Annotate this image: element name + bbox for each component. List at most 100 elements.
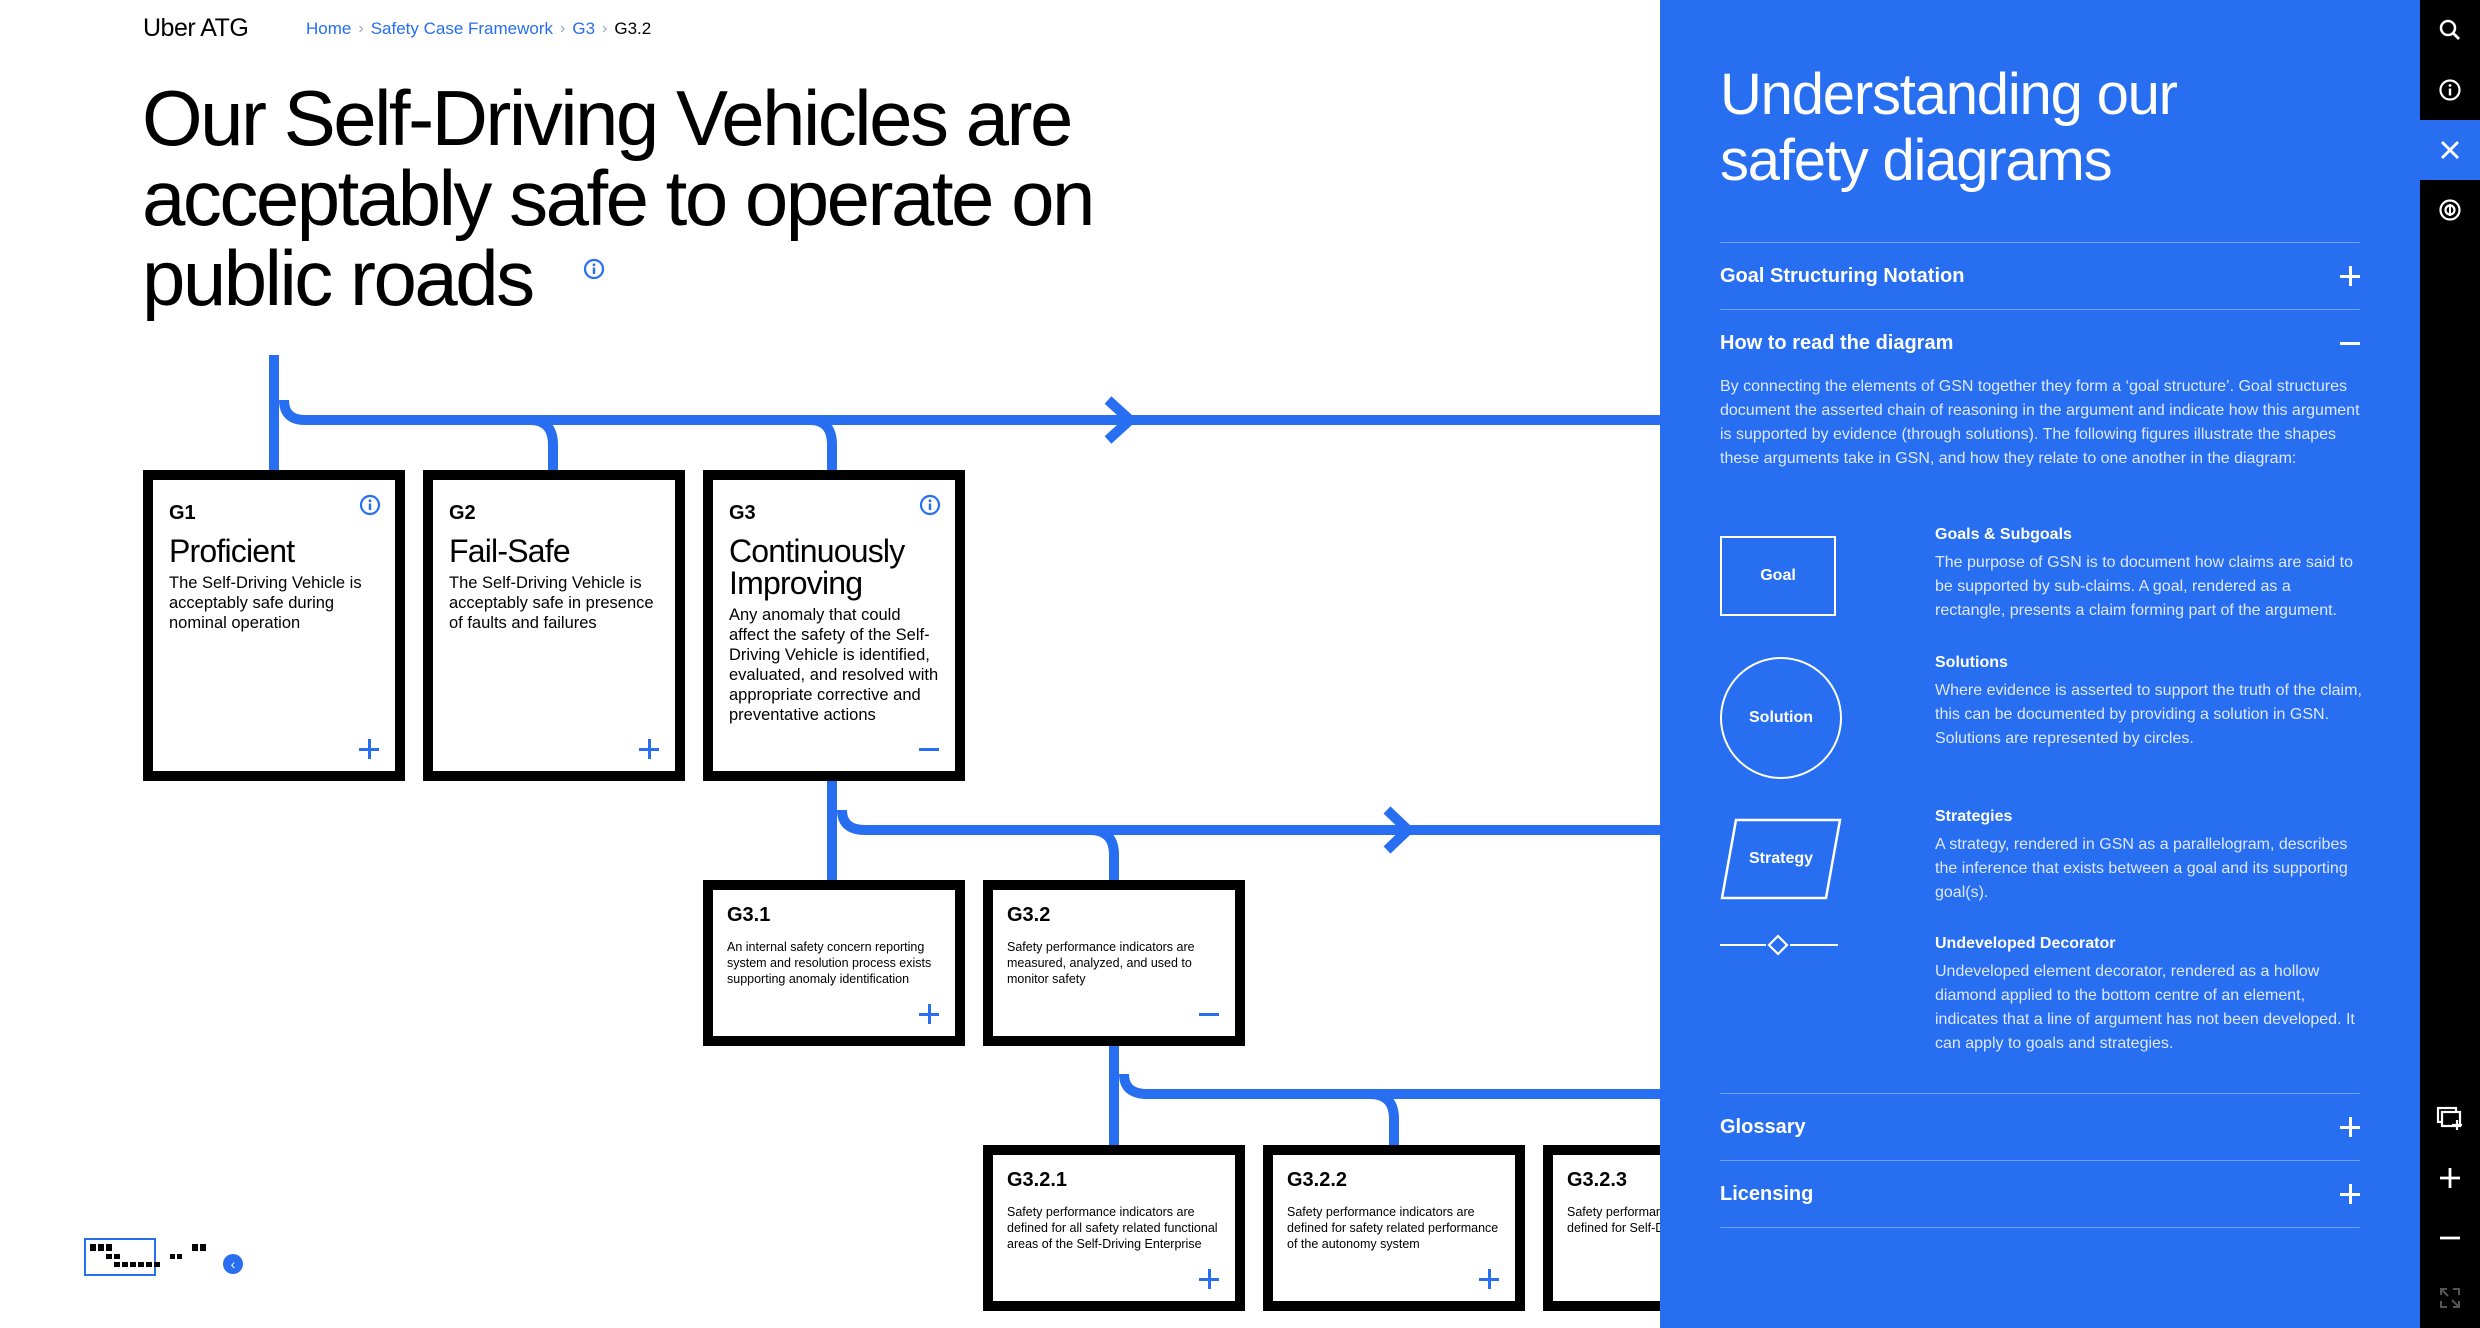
page-title: Our Self-Driving Vehicles are acceptably… xyxy=(142,74,1095,322)
info-icon xyxy=(2439,79,2461,101)
zoom-in-button[interactable] xyxy=(2420,1148,2480,1208)
zoom-out-button[interactable] xyxy=(2420,1208,2480,1268)
expand-icon[interactable] xyxy=(359,739,381,761)
minus-icon[interactable] xyxy=(2340,333,2360,353)
right-toolbar xyxy=(2420,0,2480,1328)
breadcrumb-g3[interactable]: G3 xyxy=(572,19,596,38)
info-icon[interactable] xyxy=(919,494,941,516)
goal-id: G3.2.2 xyxy=(1287,1169,1348,1191)
info-panel: Understanding our safety diagrams Goal S… xyxy=(1660,0,2420,1328)
goal-id: G3.2 xyxy=(1007,904,1051,926)
goal-card-g3-1[interactable]: G3.1 An internal safety concern reportin… xyxy=(703,880,965,1046)
goal-name: Fail-Safe xyxy=(449,533,571,569)
accordion-label: Licensing xyxy=(1720,1182,1814,1205)
goal-id: G3.1 xyxy=(727,904,771,926)
breadcrumb-home[interactable]: Home xyxy=(306,19,352,38)
strategy-shape: Strategy xyxy=(1720,818,1842,900)
info-icon[interactable] xyxy=(583,258,605,280)
legend-goal-title: Goals & Subgoals xyxy=(1935,526,2072,543)
fullscreen-button[interactable] xyxy=(2420,1268,2480,1328)
goal-card-g3-2[interactable]: G3.2 Safety performance indicators are m… xyxy=(983,880,1245,1046)
legend-solution-title: Solutions xyxy=(1935,654,2008,671)
search-button[interactable] xyxy=(2420,0,2480,60)
info-icon[interactable] xyxy=(359,494,381,516)
logo[interactable]: Uber ATG xyxy=(143,14,249,42)
legend-strategy-title: Strategies xyxy=(1935,808,2013,825)
legend-decorator-text: Undeveloped element decorator, rendered … xyxy=(1935,963,2355,1052)
legend-strategy-text: A strategy, rendered in GSN as a paralle… xyxy=(1935,836,2348,901)
new-window-button[interactable] xyxy=(2420,1088,2480,1148)
goal-description: Safety performance indicators are measur… xyxy=(1007,940,1195,986)
accordion-label: Goal Structuring Notation xyxy=(1720,264,1965,287)
goal-description: Safety performance indicators are define… xyxy=(1007,1205,1218,1251)
breadcrumb-safety-case-framework[interactable]: Safety Case Framework xyxy=(370,19,554,38)
accessibility-icon xyxy=(2439,199,2461,221)
accordion-label: How to read the diagram xyxy=(1720,331,1954,354)
chevron-left-icon[interactable]: ‹ xyxy=(223,1254,243,1274)
plus-icon[interactable] xyxy=(2340,266,2360,286)
fullscreen-icon xyxy=(2440,1288,2460,1308)
accordion-header[interactable]: Goal Structuring Notation xyxy=(1720,243,2360,309)
accordion-licensing[interactable]: Licensing xyxy=(1720,1160,2360,1227)
goal-id: G3 xyxy=(729,502,756,524)
solution-shape-label: Solution xyxy=(1749,709,1813,726)
plus-icon[interactable] xyxy=(2340,1184,2360,1204)
breadcrumb-current: G3.2 xyxy=(614,19,652,38)
goal-name: Continuously Improving xyxy=(729,533,905,601)
goal-name: Proficient xyxy=(169,533,295,569)
accordion-label: Glossary xyxy=(1720,1115,1806,1138)
divider xyxy=(1720,1227,2360,1228)
goal-card-g2[interactable]: G2 Fail-Safe The Self-Driving Vehicle is… xyxy=(423,470,685,781)
panel-title: Understanding our safety diagrams xyxy=(1720,62,2178,193)
goal-id: G3.2.1 xyxy=(1007,1169,1068,1191)
plus-icon[interactable] xyxy=(2340,1117,2360,1137)
search-icon xyxy=(2439,19,2460,40)
zoom-in-icon xyxy=(2440,1168,2460,1188)
goal-id: G1 xyxy=(169,502,196,524)
close-icon xyxy=(2441,141,2459,159)
expand-icon[interactable] xyxy=(1479,1269,1501,1291)
strategy-shape-label: Strategy xyxy=(1748,850,1814,867)
goal-shape-label: Goal xyxy=(1760,567,1796,584)
goal-description: Safety performance indicators are define… xyxy=(1287,1205,1499,1251)
legend-decorator-title: Undeveloped Decorator xyxy=(1935,935,2116,952)
goal-description: The Self-Driving Vehicle is acceptably s… xyxy=(169,574,362,632)
chevron-right-icon: › xyxy=(358,20,364,37)
accordion-header[interactable]: Licensing xyxy=(1720,1161,2360,1227)
goal-id: G3.2.3 xyxy=(1567,1169,1628,1191)
accessibility-button[interactable] xyxy=(2420,180,2480,240)
diagram-connectors xyxy=(269,355,1660,1162)
expand-icon[interactable] xyxy=(639,739,661,761)
goal-description: Any anomaly that could affect the safety… xyxy=(729,606,939,724)
accordion-gsn[interactable]: Goal Structuring Notation xyxy=(1720,242,2360,309)
goal-description: The Self-Driving Vehicle is acceptably s… xyxy=(449,574,654,632)
collapse-icon[interactable] xyxy=(1199,1004,1221,1026)
chevron-right-icon: › xyxy=(602,20,608,37)
solution-shape: Solution xyxy=(1720,657,1842,779)
add-window-icon xyxy=(2436,1106,2462,1130)
accordion-header[interactable]: How to read the diagram xyxy=(1720,310,2360,376)
goal-card-g3-2-1[interactable]: G3.2.1 Safety performance indicators are… xyxy=(983,1145,1245,1311)
how-to-read-text: By connecting the elements of GSN togeth… xyxy=(1720,378,2360,467)
breadcrumb: Home › Safety Case Framework › G3 › G3.2 xyxy=(306,19,651,39)
expand-icon[interactable] xyxy=(919,1004,941,1026)
accordion-how-to-read[interactable]: How to read the diagram xyxy=(1720,309,2360,376)
goal-id: G2 xyxy=(449,502,476,524)
close-panel-button[interactable] xyxy=(2420,120,2480,180)
goal-shape: Goal xyxy=(1720,536,1836,616)
chevron-right-icon: › xyxy=(560,20,566,37)
legend-goal-text: The purpose of GSN is to document how cl… xyxy=(1935,554,2353,619)
goal-card-g1[interactable]: G1 Proficient The Self-Driving Vehicle i… xyxy=(143,470,405,781)
diagram-minimap[interactable] xyxy=(84,1238,214,1278)
zoom-out-icon xyxy=(2440,1236,2460,1240)
diamond-decorator-icon xyxy=(1720,934,1838,956)
legend-solution-text: Where evidence is asserted to support th… xyxy=(1935,682,2362,747)
info-button[interactable] xyxy=(2420,60,2480,120)
goal-description: An internal safety concern reporting sys… xyxy=(727,940,932,986)
accordion-glossary[interactable]: Glossary xyxy=(1720,1093,2360,1160)
collapse-icon[interactable] xyxy=(919,739,941,761)
goal-card-g3-2-2[interactable]: G3.2.2 Safety performance indicators are… xyxy=(1263,1145,1525,1311)
goal-card-g3[interactable]: G3 Continuously Improving Any anomaly th… xyxy=(703,470,965,781)
expand-icon[interactable] xyxy=(1199,1269,1221,1291)
accordion-header[interactable]: Glossary xyxy=(1720,1094,2360,1160)
